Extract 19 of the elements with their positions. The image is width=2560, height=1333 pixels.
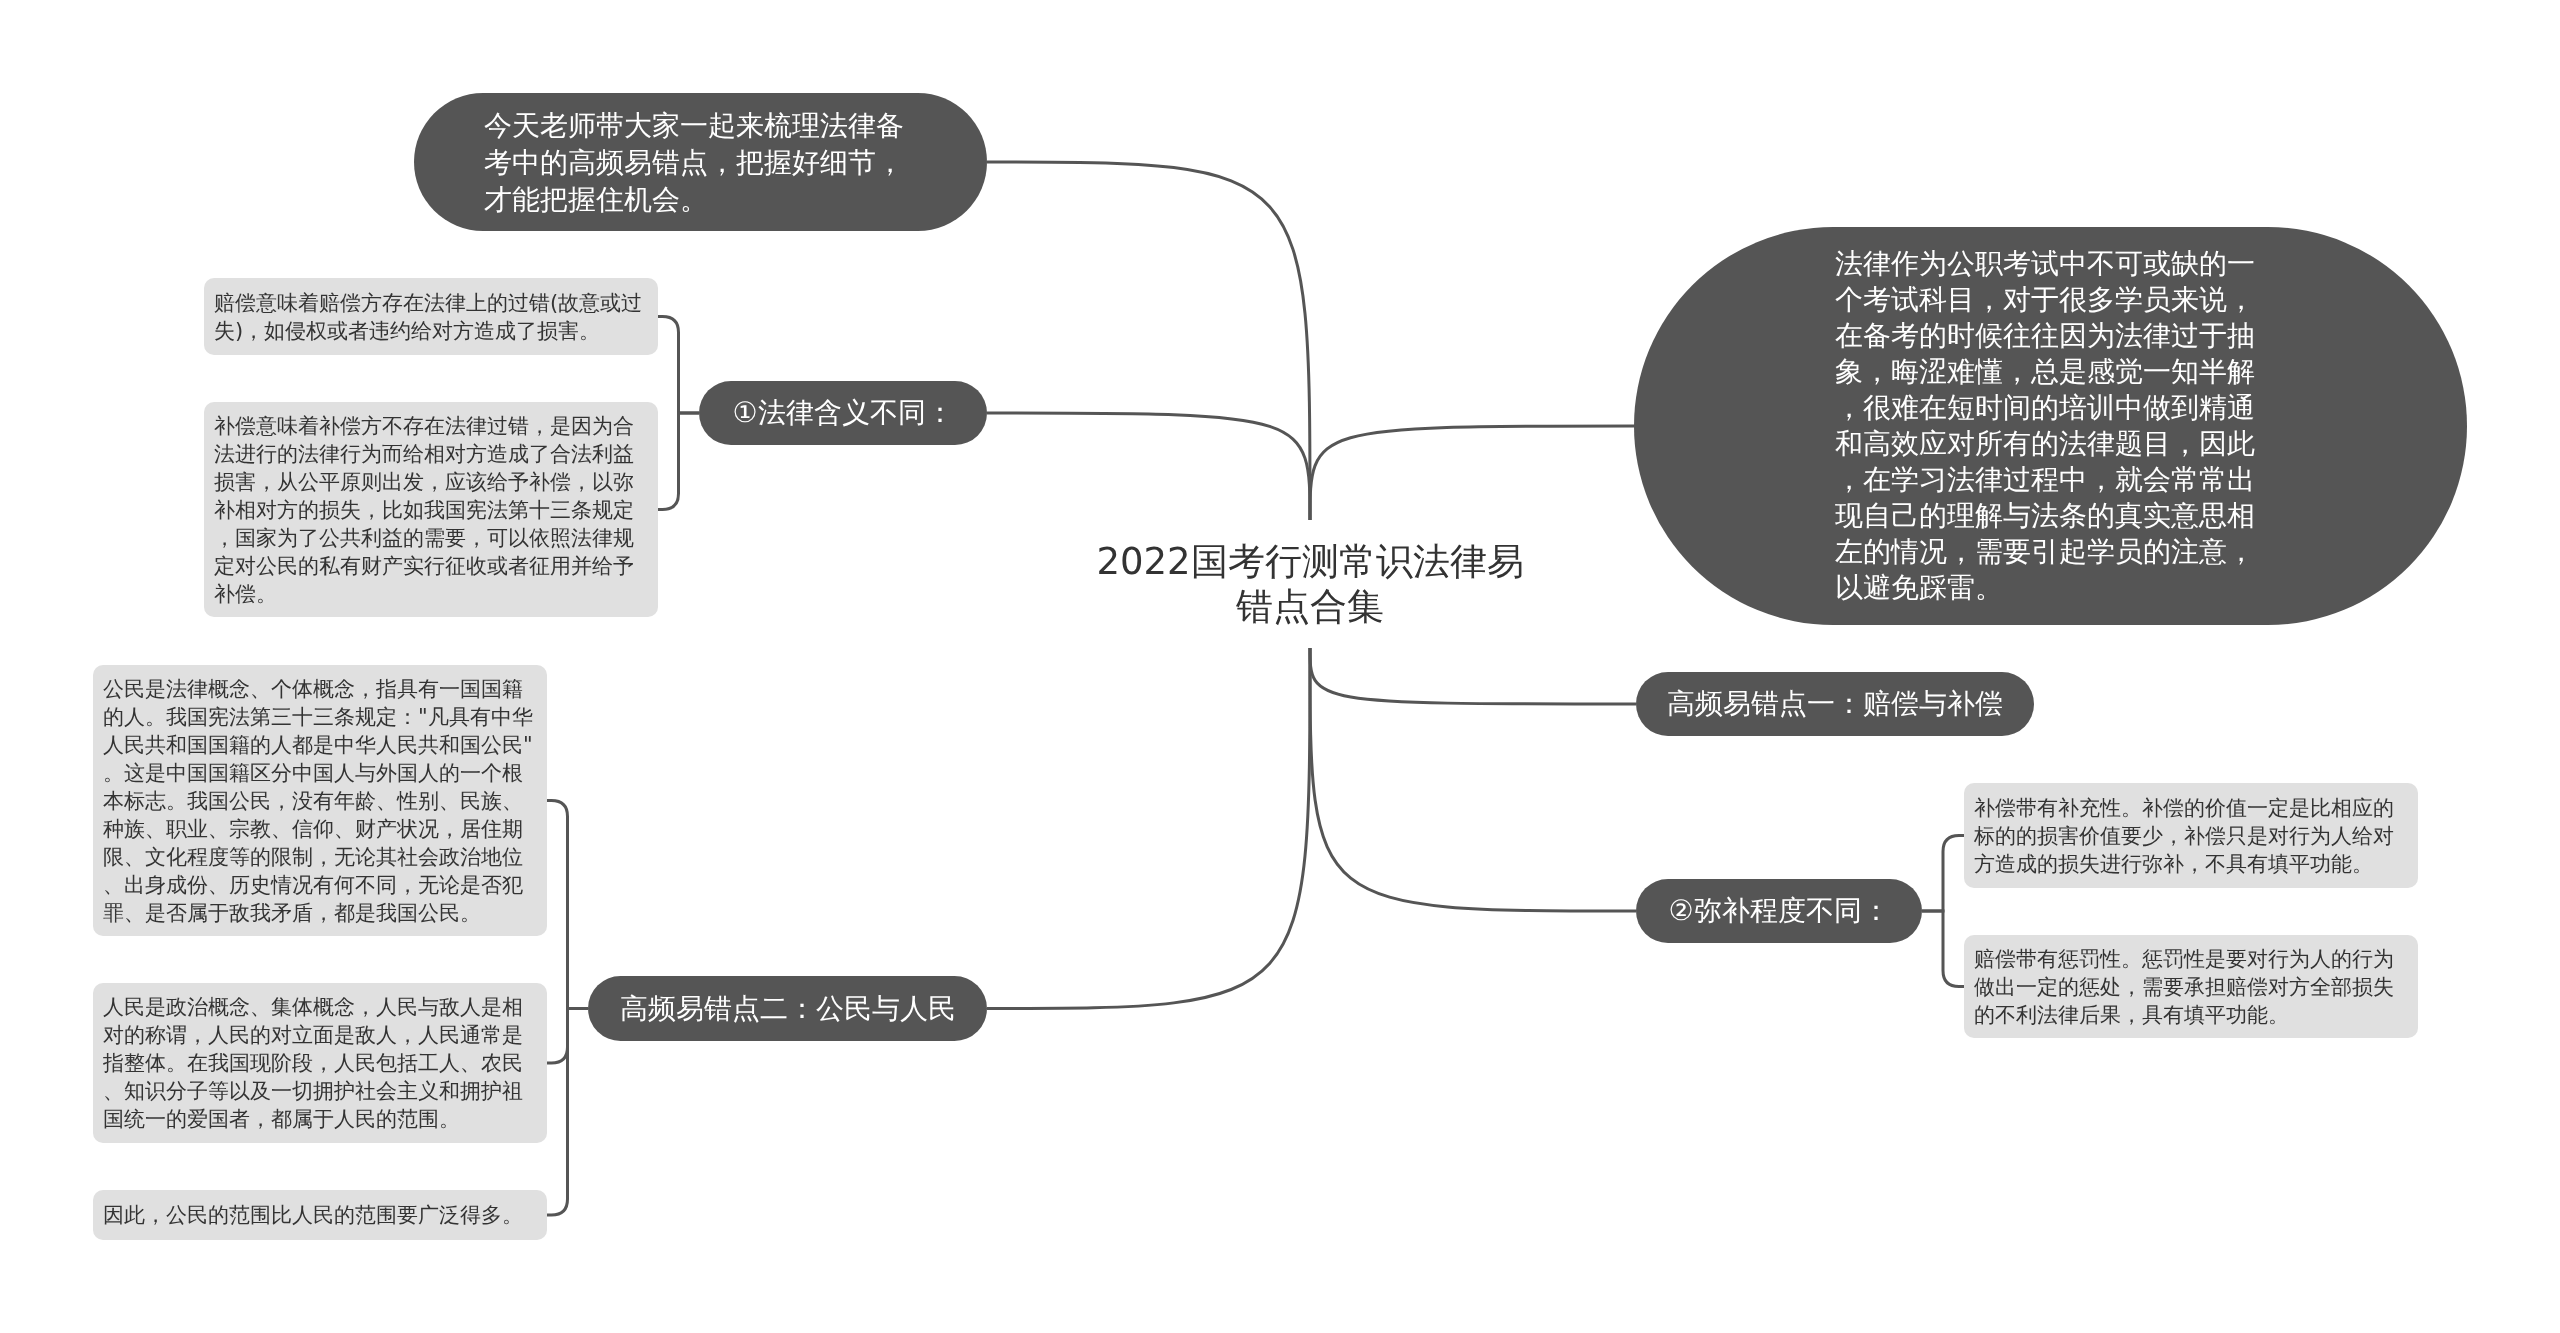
note-box: 补偿意味着补偿方不存在法律过错，是因为合法进行的法律行为而给相对方造成了合法利益损害，从公平原则出发，应该给予补偿，以弥补相对方的损失，比如我国宪法第十三条规定，国家为了公共利益的需要，可以依照法律规定对公民的私有财产实行征收或者征用并给予补偿。 xyxy=(204,402,658,617)
note-box: 因此，公民的范围比人民的范围要广泛得多。 xyxy=(93,1190,547,1240)
topic-pill: 高频易错点二：公民与人民 xyxy=(588,976,987,1041)
note-box: 公民是法律概念、个体概念，指具有一国国籍的人。我国宪法第三十三条规定："凡具有中华人民共和国国籍的人都是中华人民共和国公民"。这是中国国籍区分中国人与外国人的一个根本标志。我国公民，没有年龄、性别、民族、种族、职业、宗教、信仰、财产状况，居住期限、文化程度等的限制，无论其社会政治地位、出身成份、历史情况有何不同，无论是否犯罪、是否属于敌我矛盾，都是我国公民。 xyxy=(93,665,547,936)
note-box: 赔偿意味着赔偿方存在法律上的过错(故意或过失)，如侵权或者违约给对方造成了损害。 xyxy=(204,278,658,355)
topic-pill: ①法律含义不同： xyxy=(699,381,987,445)
connector-line xyxy=(1308,424,1634,520)
topic-pill: 法律作为公职考试中不可或缺的一个考试科目，对于很多学员来说，在备考的时候往往因为法律过于抽象，晦涩难懂，总是感觉一知半解，很难在短时间的培训中做到精通和高效应对所有的法律题目，因此，在学习法律过程中，就会常常出现自己的理解与法条的真实意思相左的情况，需要引起学员的注意，以避免踩雷。 xyxy=(1634,227,2467,625)
note-box: 人民是政治概念、集体概念，人民与敌人是相对的称谓，人民的对立面是敌人，人民通常是指整体。在我国现阶段，人民包括工人、农民、知识分子等以及一切拥护社会主义和拥护祖国统一的爱国者，都属于人民的范围。 xyxy=(93,983,547,1143)
topic-pill: 今天老师带大家一起来梳理法律备考中的高频易错点，把握好细节，才能把握住机会。 xyxy=(414,93,987,231)
topic-pill: ②弥补程度不同： xyxy=(1636,879,1922,943)
connector-line xyxy=(1922,909,1964,988)
topic-pill: 高频易错点一：赔偿与补偿 xyxy=(1636,672,2034,736)
note-box: 补偿带有补充性。补偿的价值一定是比相应的标的的损害价值要少，补偿只是对行为人给对方造成的损失进行弥补，不具有填平功能。 xyxy=(1964,783,2418,888)
connector-line xyxy=(987,648,1312,1010)
note-box: 赔偿带有惩罚性。惩罚性是要对行为人的行为做出一定的惩处，需要承担赔偿对方全部损失的不利法律后果，具有填平功能。 xyxy=(1964,935,2418,1038)
central-topic: 2022国考行测常识法律易错点合集 xyxy=(1090,520,1530,648)
connector-line xyxy=(1308,648,1636,913)
connector-line xyxy=(987,411,1312,520)
